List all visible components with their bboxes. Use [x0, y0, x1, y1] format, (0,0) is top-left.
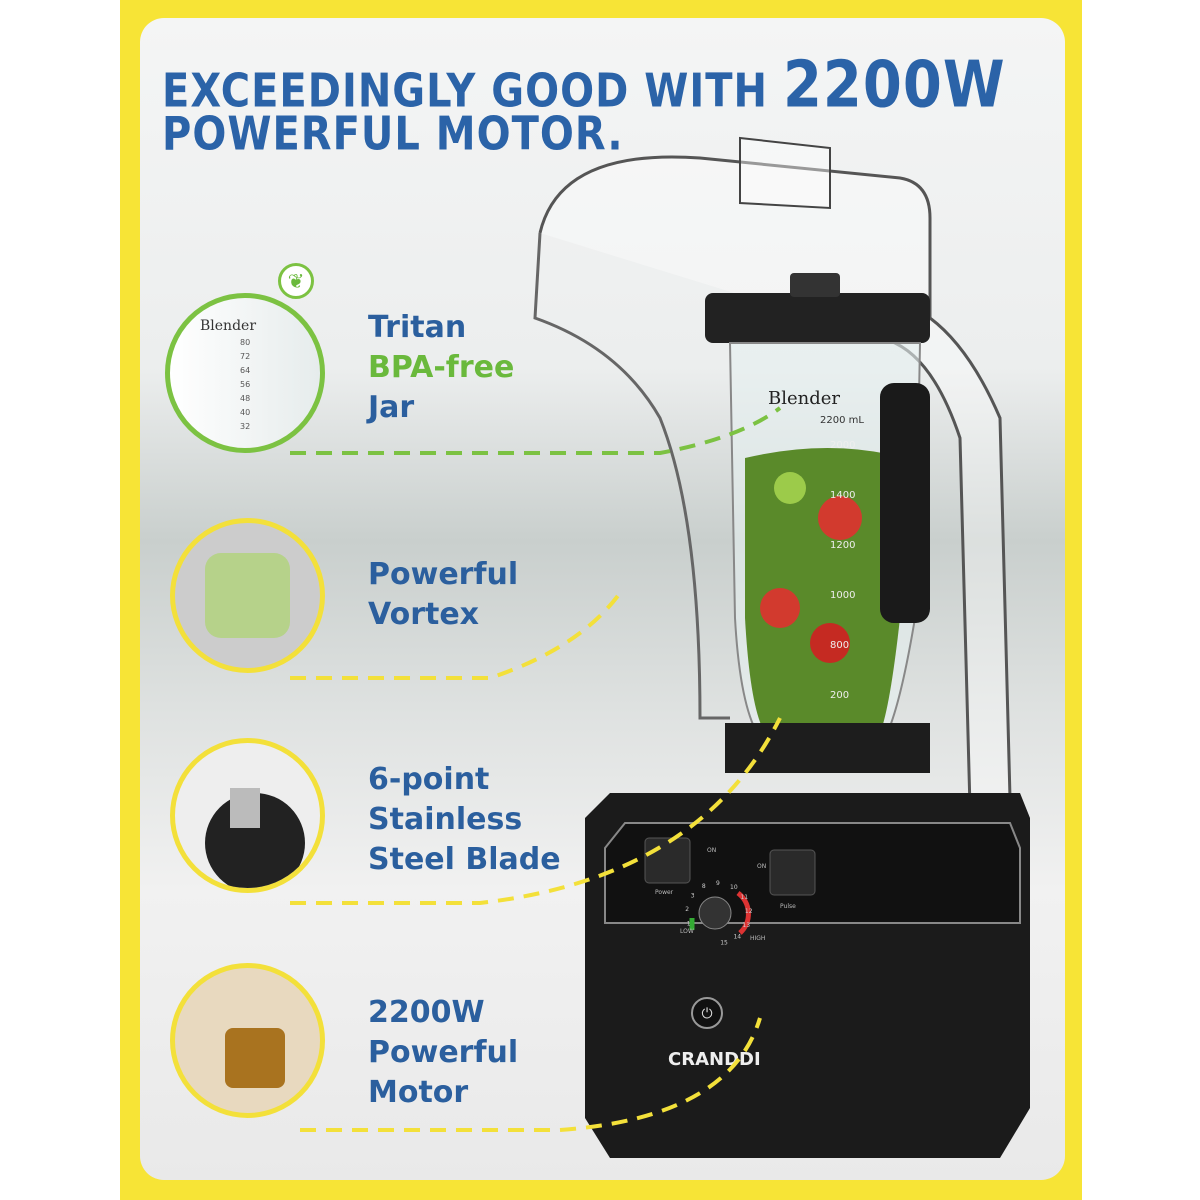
power-switch[interactable]	[644, 837, 691, 884]
brand-logo: CRANDDI	[668, 1049, 761, 1070]
inset-jar-mark: 32	[240, 422, 251, 431]
jar-mark: 1000	[830, 590, 855, 601]
dial-number: 13	[742, 922, 750, 929]
on-label: ON	[757, 863, 766, 870]
jar-brand: Blender	[768, 388, 840, 409]
dial-number: 14	[733, 934, 741, 941]
on-label: ON	[707, 847, 716, 854]
label-line: Powerful	[368, 1035, 519, 1070]
pulse-switch[interactable]	[769, 849, 816, 896]
dial-number: 12	[745, 908, 753, 915]
jar-mark: 800	[830, 640, 849, 651]
dial-number: 15	[720, 940, 728, 947]
inset-jar-mark: 80	[240, 338, 251, 347]
inset-jar-mark: 56	[240, 380, 251, 389]
high-label: HIGH	[750, 935, 765, 942]
dial-number: 3	[691, 892, 695, 899]
connector-motor	[300, 1017, 762, 1132]
low-label: LOW	[680, 928, 694, 935]
headline-line-2: POWERFUL MOTOR.	[162, 108, 624, 161]
power-button[interactable]	[691, 997, 723, 1029]
blender-illustration: Blender 2200 mL Power Pulse ON ON LOW HI…	[290, 136, 1030, 1158]
jar-handle[interactable]	[880, 383, 930, 623]
label-line: 6-point	[368, 762, 490, 797]
inset-jar-brand: Blender	[200, 318, 257, 334]
label-line: Tritan	[368, 310, 467, 345]
pulse-label: Pulse	[780, 903, 796, 910]
label-line: Stainless	[368, 802, 523, 837]
connector-vortex	[290, 591, 622, 680]
feature-image-vortex	[170, 518, 325, 673]
feature-label-vortex: Powerful Vortex	[368, 555, 518, 635]
strawberry	[760, 588, 800, 628]
jar-capacity: 2200 mL	[820, 415, 864, 426]
jar-mark: 200	[830, 690, 849, 701]
jar-mark: 1200	[830, 540, 855, 551]
dial-number: 9	[716, 880, 720, 887]
label-line: Motor	[368, 1075, 469, 1110]
inset-jar-mark: 40	[240, 408, 251, 417]
avocado	[774, 472, 806, 504]
feature-label-blade: 6-point Stainless Steel Blade	[368, 760, 561, 880]
dial-number: 8	[702, 883, 706, 890]
label-line-highlight: BPA-free	[368, 350, 515, 385]
headline-power: 2200W	[782, 48, 1006, 123]
feature-image-motor	[170, 963, 325, 1118]
enclosure-edge	[533, 232, 730, 720]
enclosure-lid-handle[interactable]	[739, 136, 831, 210]
feature-label-motor: 2200W Powerful Motor	[368, 993, 518, 1113]
dial-number: 2	[685, 906, 689, 913]
inset-jar-mark: 48	[240, 394, 251, 403]
strawberry	[818, 496, 862, 540]
headline-line-1: EXCEEDINGLY GOOD WITH 2200W	[162, 48, 1006, 123]
dial-number: 11	[740, 894, 748, 901]
label-line: Vortex	[368, 597, 480, 632]
speed-scale-high	[736, 890, 751, 935]
dial-number: 10	[730, 884, 738, 891]
inset-jar-mark: 72	[240, 352, 251, 361]
power-icon: ⏻	[701, 1006, 712, 1022]
headline-text: EXCEEDINGLY GOOD WITH	[162, 65, 783, 119]
label-line: Jar	[368, 390, 415, 425]
feature-image-jar: Blender 80 72 64 56 48 40 32	[165, 293, 325, 453]
inset-jar-mark: 64	[240, 366, 251, 375]
dial-number: 1	[687, 920, 691, 927]
connector-blade	[290, 717, 782, 905]
jar-lid[interactable]	[705, 293, 930, 343]
leaf-icon: ❦	[278, 263, 314, 299]
lid-cap[interactable]	[790, 273, 840, 297]
label-line: Powerful	[368, 557, 519, 592]
label-line: Steel Blade	[368, 842, 561, 877]
jar-base-coupler	[725, 723, 930, 773]
speed-dial[interactable]	[698, 896, 732, 930]
strawberry	[810, 623, 850, 663]
label-line: 2200W	[368, 995, 485, 1030]
power-label: Power	[655, 889, 674, 896]
jar-mark: 1400	[830, 490, 855, 501]
product-panel: EXCEEDINGLY GOOD WITH 2200W POWERFUL MOT…	[140, 18, 1065, 1180]
feature-image-blade	[170, 738, 325, 893]
feature-label-jar: Tritan BPA-free Jar	[368, 308, 514, 428]
connector-jar	[290, 406, 782, 455]
jar-contents	[745, 448, 905, 733]
jar-mark: 2000	[830, 440, 855, 451]
